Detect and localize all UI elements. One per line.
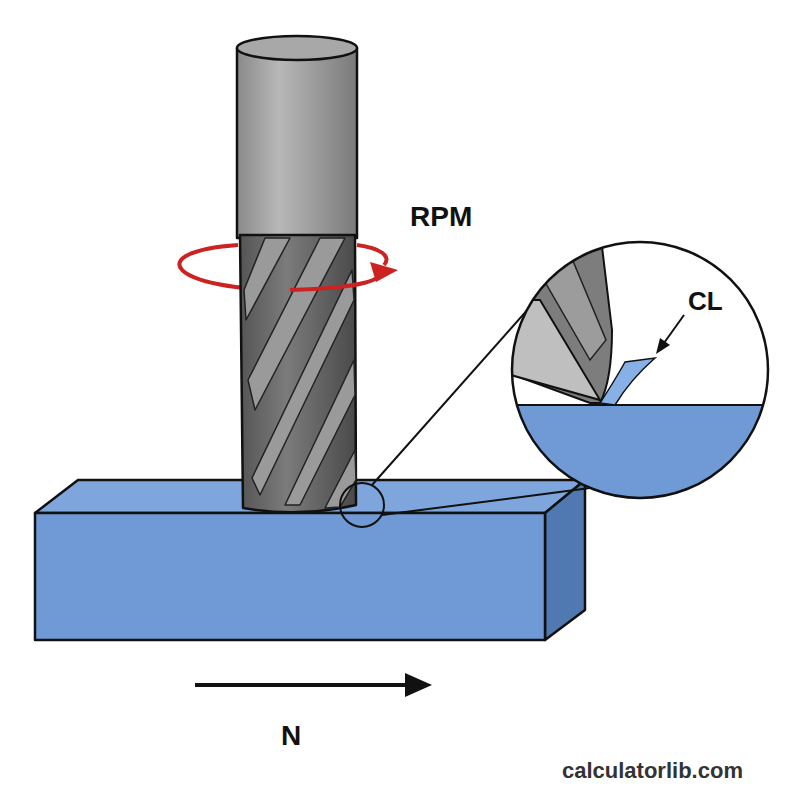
watermark: calculatorlib.com xyxy=(562,760,743,782)
end-mill xyxy=(237,36,357,512)
chip-load-label: CL xyxy=(688,288,723,314)
speed-label: RPM xyxy=(410,203,472,231)
feed-label: N xyxy=(281,722,301,750)
rotation-arrow xyxy=(290,245,398,290)
feed-arrow xyxy=(195,673,432,697)
leader-arrow xyxy=(656,315,684,354)
zoom-view xyxy=(500,230,780,525)
